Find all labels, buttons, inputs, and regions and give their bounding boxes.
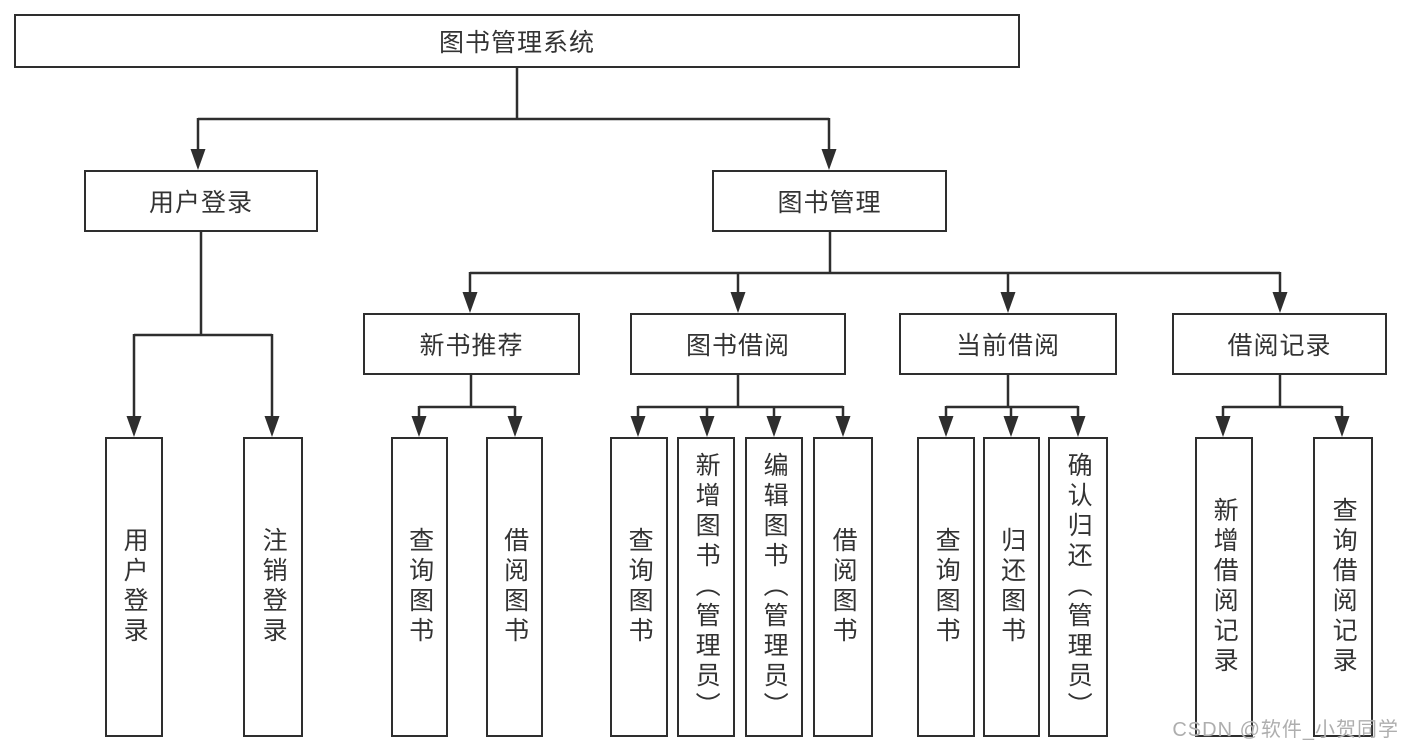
- node-borrow-records-label: 借阅记录: [1227, 332, 1332, 360]
- leaf-current-return-book: 归还图书: [983, 437, 1040, 737]
- leaf-recommend-query-book: 查询图书: [391, 437, 448, 737]
- leaf-records-add-record-label: 新增借阅记录: [1210, 497, 1239, 677]
- leaf-current-query-book-label: 查询图书: [932, 527, 961, 647]
- node-user-login-label: 用户登录: [148, 189, 253, 217]
- leaf-borrow-edit-book-admin-label: 编辑图书（管理员）: [760, 452, 789, 722]
- leaf-borrow-query-book: 查询图书: [610, 437, 668, 737]
- node-book-manage: 图书管理: [712, 170, 947, 232]
- leaf-user-login: 用户登录: [105, 437, 163, 737]
- node-borrow-records: 借阅记录: [1172, 313, 1387, 375]
- node-current-borrow: 当前借阅: [899, 313, 1117, 375]
- node-root-system: 图书管理系统: [14, 14, 1020, 68]
- leaf-recommend-borrow-book: 借阅图书: [486, 437, 543, 737]
- node-root-label: 图书管理系统: [438, 29, 595, 57]
- node-user-login: 用户登录: [84, 170, 318, 232]
- connector-strokes: [132, 68, 1344, 430]
- leaf-borrow-edit-book-admin: 编辑图书（管理员）: [745, 437, 803, 737]
- leaf-borrow-borrow-book: 借阅图书: [813, 437, 873, 737]
- leaf-borrow-add-book-admin-label: 新增图书（管理员）: [692, 452, 721, 722]
- arrowheads: [126, 149, 1350, 437]
- leaf-recommend-query-book-label: 查询图书: [405, 527, 434, 647]
- node-book-borrow-label: 图书借阅: [685, 332, 790, 360]
- node-new-book-recommend: 新书推荐: [363, 313, 580, 375]
- leaf-current-query-book: 查询图书: [917, 437, 975, 737]
- leaf-current-return-book-label: 归还图书: [997, 527, 1026, 647]
- leaf-records-query-record: 查询借阅记录: [1313, 437, 1373, 737]
- leaf-logout-label: 注销登录: [259, 527, 288, 647]
- csdn-watermark: CSDN @软件_小贺同学: [1172, 719, 1399, 741]
- leaf-borrow-borrow-book-label: 借阅图书: [829, 527, 858, 647]
- leaf-recommend-borrow-book-label: 借阅图书: [500, 527, 529, 647]
- node-new-book-recommend-label: 新书推荐: [419, 332, 524, 360]
- leaf-current-confirm-return-admin-label: 确认归还（管理员）: [1064, 452, 1093, 722]
- node-book-manage-label: 图书管理: [777, 189, 882, 217]
- node-book-borrow: 图书借阅: [630, 313, 846, 375]
- leaf-logout: 注销登录: [243, 437, 303, 737]
- leaf-user-login-label: 用户登录: [120, 527, 149, 647]
- leaf-current-confirm-return-admin: 确认归还（管理员）: [1048, 437, 1108, 737]
- leaf-borrow-query-book-label: 查询图书: [625, 527, 654, 647]
- leaf-records-query-record-label: 查询借阅记录: [1329, 497, 1358, 677]
- leaf-borrow-add-book-admin: 新增图书（管理员）: [677, 437, 735, 737]
- node-current-borrow-label: 当前借阅: [955, 332, 1060, 360]
- leaf-records-add-record: 新增借阅记录: [1195, 437, 1253, 737]
